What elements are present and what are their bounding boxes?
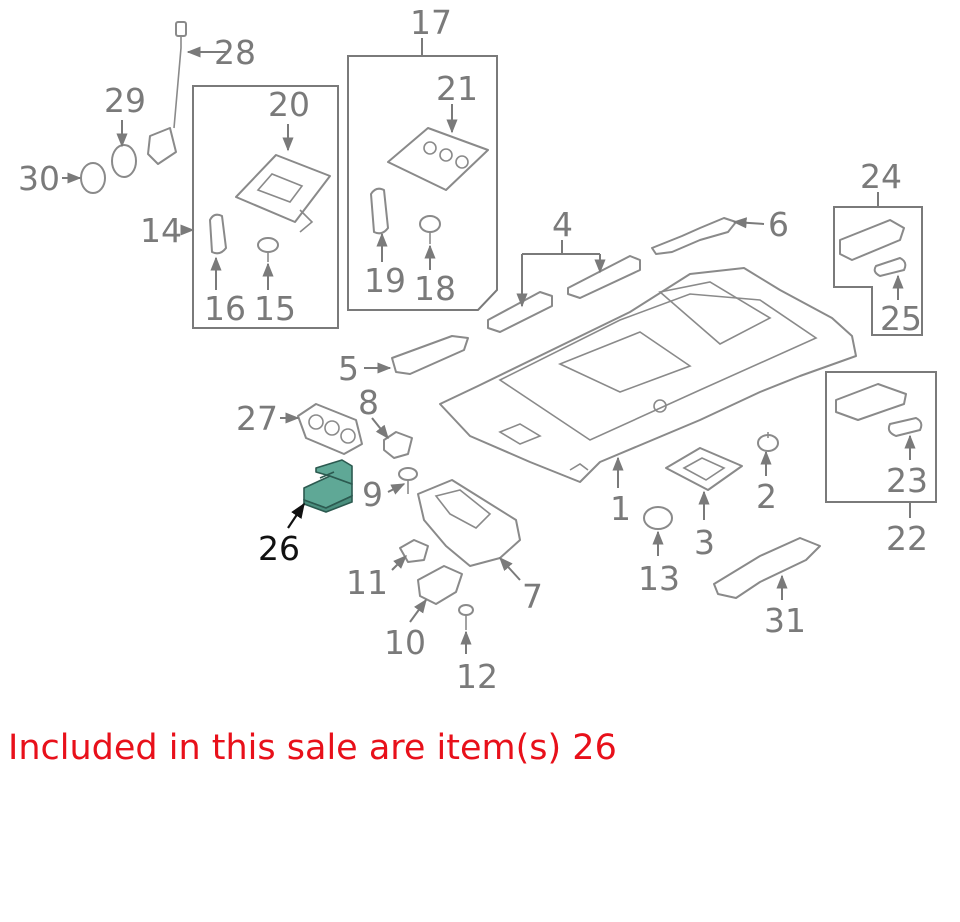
part-23-bulb bbox=[887, 417, 923, 437]
part-22-lamp bbox=[835, 383, 907, 421]
callout-14: 14 bbox=[140, 211, 182, 250]
callout-1: 1 bbox=[610, 489, 631, 528]
part-21-console-lamp bbox=[387, 127, 489, 191]
part-4-rail-right bbox=[567, 255, 641, 299]
callout-26: 26 bbox=[258, 529, 300, 568]
callout-6: 6 bbox=[768, 205, 789, 244]
callout-8: 8 bbox=[358, 383, 379, 422]
callout-16: 16 bbox=[204, 289, 246, 328]
part-20-map-lamp bbox=[235, 154, 331, 233]
part-9-bolt bbox=[398, 467, 418, 494]
callout-5: 5 bbox=[338, 349, 359, 388]
callout-12: 12 bbox=[456, 657, 498, 696]
part-4-rail-left bbox=[487, 291, 553, 333]
callout-28: 28 bbox=[214, 33, 256, 72]
callout-15: 15 bbox=[254, 289, 296, 328]
part-8-clip bbox=[383, 431, 413, 459]
callout-23: 23 bbox=[886, 461, 928, 500]
callout-27: 27 bbox=[236, 399, 278, 438]
part-25-bulb bbox=[873, 257, 907, 277]
leader-lines bbox=[62, 38, 916, 654]
part-10-holder bbox=[417, 565, 463, 605]
group-box-24 bbox=[833, 206, 923, 336]
part-7-sun-visor bbox=[417, 479, 521, 567]
callout-4: 4 bbox=[552, 205, 573, 244]
part-5-bracket bbox=[391, 335, 469, 375]
callout-9: 9 bbox=[362, 475, 383, 514]
part-31-trim bbox=[713, 537, 821, 599]
part-1-headliner bbox=[439, 267, 857, 483]
part-28-antenna-lead bbox=[147, 21, 187, 165]
part-30-seal bbox=[80, 162, 106, 194]
callout-25: 25 bbox=[880, 299, 922, 338]
callout-3: 3 bbox=[694, 523, 715, 562]
part-3-lamp bbox=[665, 447, 743, 491]
part-19-bulb bbox=[370, 187, 389, 235]
part-2-clip bbox=[757, 432, 779, 452]
callout-22: 22 bbox=[886, 519, 928, 558]
callout-labels: 28 29 30 20 14 16 15 17 21 19 18 4 6 24 … bbox=[18, 3, 928, 696]
group-box-17 bbox=[347, 55, 498, 311]
callout-2: 2 bbox=[756, 477, 777, 516]
callout-20: 20 bbox=[268, 85, 310, 124]
callout-30: 30 bbox=[18, 159, 60, 198]
callout-13: 13 bbox=[638, 559, 680, 598]
callout-7: 7 bbox=[522, 577, 543, 616]
part-18-clip bbox=[419, 215, 441, 244]
callout-10: 10 bbox=[384, 623, 426, 662]
part-6-bracket bbox=[651, 217, 737, 255]
callout-21: 21 bbox=[436, 69, 478, 108]
callout-18: 18 bbox=[414, 269, 456, 308]
group-box-14 bbox=[192, 85, 339, 329]
callout-31: 31 bbox=[764, 601, 806, 640]
part-15-clip bbox=[257, 237, 279, 262]
callout-11: 11 bbox=[346, 563, 388, 602]
parts-diagram: 28 29 30 20 14 16 15 17 21 19 18 4 6 24 … bbox=[18, 3, 937, 696]
callout-17: 17 bbox=[410, 3, 452, 42]
callout-24: 24 bbox=[860, 157, 902, 196]
callout-29: 29 bbox=[104, 81, 146, 120]
sale-items-caption: Included in this sale are item(s) 26 bbox=[8, 728, 617, 768]
callout-19: 19 bbox=[364, 261, 406, 300]
group-box-22 bbox=[825, 371, 937, 503]
part-13-grommet bbox=[643, 506, 673, 530]
part-26-switch-highlighted[interactable] bbox=[303, 459, 353, 513]
part-29-ring bbox=[111, 144, 137, 178]
part-27-switch bbox=[297, 403, 363, 455]
part-16-bulb bbox=[209, 213, 227, 255]
part-24-lamp bbox=[839, 219, 905, 261]
part-12-screw bbox=[458, 604, 474, 630]
